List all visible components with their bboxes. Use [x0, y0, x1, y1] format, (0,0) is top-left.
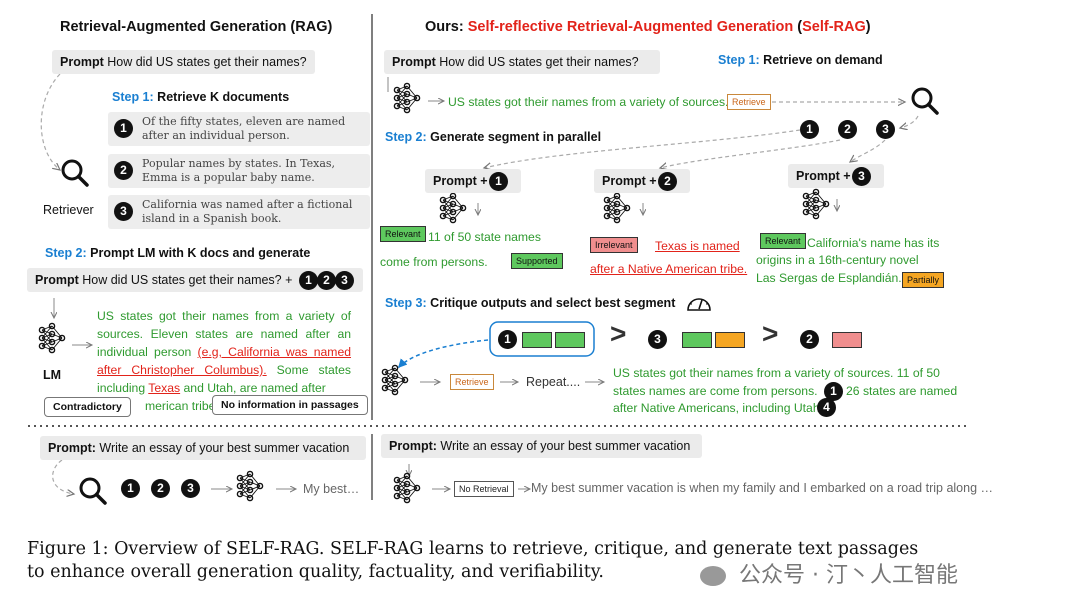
rag-prompt-2: Prompt How did US states get their names…: [27, 268, 363, 292]
prompt-plus-2: Prompt + 2: [594, 169, 690, 193]
prompt-plus-3: Prompt + 3: [788, 164, 884, 188]
irrelevant-tag: Irrelevant: [590, 237, 638, 253]
retrieve-tag: Retrieve: [727, 94, 771, 110]
num-3-icon: 3: [335, 271, 354, 290]
final-text-2: states names are come from persons.: [613, 384, 818, 398]
seg3-text: California's name has its: [807, 236, 940, 250]
retriever-label: Retriever: [43, 203, 94, 217]
doc-1: 1 Of the fifty states, eleven are named …: [108, 112, 370, 146]
contradictory-callout: Contradictory: [44, 397, 131, 417]
seg2-text: Texas is named: [655, 239, 740, 253]
lm-label: LM: [43, 368, 62, 382]
step1-lm-icon: [393, 82, 421, 114]
seg2-lm-icon: [603, 192, 631, 224]
rank-2-bar: [832, 332, 862, 348]
rag-title: Retrieval-Augmented Generation (RAG): [60, 19, 333, 35]
no-retrieval-tag: No Retrieval: [454, 481, 514, 497]
relevant-tag-3: Relevant: [760, 233, 806, 249]
caption-line-1: Figure 1: Overview of SELF-RAG. SELF-RAG…: [27, 539, 919, 559]
selfrag-prompt: Prompt How did US states get their names…: [384, 50, 660, 74]
bottom-right-prompt: Prompt: Write an essay of your best summ…: [381, 434, 702, 458]
num-2-icon: 2: [838, 120, 857, 139]
bottom-left-output: My best…: [303, 482, 360, 496]
watermark: 公众号 · 汀丶人工智能: [700, 557, 958, 589]
supported-tag: Supported: [511, 253, 563, 269]
step1-search-icon: [911, 87, 939, 115]
selected-segment-box: [489, 321, 595, 357]
greater-than-icon: >: [610, 318, 627, 349]
repeat-text: Repeat....: [526, 375, 581, 389]
num-1-icon: 1: [114, 119, 133, 138]
step3-lm-icon: [381, 364, 409, 396]
bottom-left-prompt: Prompt: Write an essay of your best summ…: [40, 436, 366, 460]
rank-1-icon: 1: [498, 330, 517, 349]
num-2-icon: 2: [151, 479, 170, 498]
partially-tag: Partially: [902, 272, 945, 288]
prompt-plus-1: Prompt + 1: [425, 169, 521, 193]
greater-than-icon-2: >: [762, 318, 779, 349]
prompt-text: How did US states get their names?: [107, 55, 307, 69]
relevant-tag: Relevant: [380, 226, 426, 242]
noinfo-callout: No information in passages: [212, 395, 368, 415]
wechat-icon: [700, 566, 726, 586]
bottom-left-lm-icon: [236, 470, 264, 502]
seg1-text: 11 of 50 state names: [428, 230, 541, 244]
retriever-search-icon: [61, 159, 89, 187]
rag-output: US states got their names from a variety…: [97, 309, 352, 395]
step1-output: US states got their names from a variety…: [448, 95, 729, 109]
critique-gauge-icon: [687, 298, 711, 311]
num-1-icon: 1: [299, 271, 318, 290]
cite-1-icon: 1: [824, 382, 843, 401]
seg3-text-3: Las Sergas de Esplandián.: [756, 271, 902, 285]
num-1-icon: 1: [121, 479, 140, 498]
final-text-1: US states got their names from a variety…: [613, 366, 940, 380]
doc-2: 2 Popular names by states. In Texas, Emm…: [108, 154, 370, 188]
num-3-icon: 3: [876, 120, 895, 139]
num-2-icon: 2: [317, 271, 336, 290]
num-1-icon: 1: [800, 120, 819, 139]
seg1-text-2: come from persons.: [380, 255, 488, 269]
num-2-icon: 2: [114, 161, 133, 180]
rag-prompt: Prompt How did US states get their names…: [52, 50, 315, 74]
final-text-3: 26 states are named: [846, 384, 958, 398]
selfrag-step3: Step 3: Critique outputs and select best…: [385, 296, 676, 310]
rag-step2: Step 2: Prompt LM with K docs and genera…: [45, 246, 311, 260]
rank-2-icon: 2: [800, 330, 819, 349]
selfrag-step2: Step 2: Generate segment in parallel: [385, 130, 602, 144]
lm-network-icon: [38, 322, 66, 354]
caption-line-2: to enhance overall generation quality, f…: [27, 562, 604, 582]
final-text-4: after Native Americans, including Utah.: [613, 401, 823, 415]
prompt-label: Prompt: [60, 55, 104, 69]
num-3-icon: 3: [114, 202, 133, 221]
bottom-right-lm-icon: [393, 472, 421, 504]
bottom-right-output: My best summer vacation is when my famil…: [531, 481, 994, 495]
rank-3-bar-b: [715, 332, 745, 348]
rank-1-bar-b: [555, 332, 585, 348]
rank-3-bar-a: [682, 332, 712, 348]
bottom-search-icon: [79, 477, 107, 505]
num-3-icon: 3: [181, 479, 200, 498]
seg3-lm-icon: [802, 188, 830, 220]
retrieve-tag-2: Retrieve: [450, 374, 494, 390]
seg2-text-2: after a Native American tribe.: [590, 262, 748, 276]
rag-step1: Step 1: Retrieve K documents: [112, 90, 290, 104]
selfrag-step1: Step 1: Retrieve on demand: [718, 53, 883, 67]
selfrag-title: Ours: Self-reflective Retrieval-Augmente…: [425, 19, 871, 35]
rank-3-icon: 3: [648, 330, 667, 349]
doc-3: 3 California was named after a fictional…: [108, 195, 370, 229]
cite-4-icon: 4: [817, 398, 836, 417]
seg3-text-2: origins in a 16th-century novel: [756, 253, 919, 267]
rank-1-bar-a: [522, 332, 552, 348]
seg1-lm-icon: [439, 192, 467, 224]
